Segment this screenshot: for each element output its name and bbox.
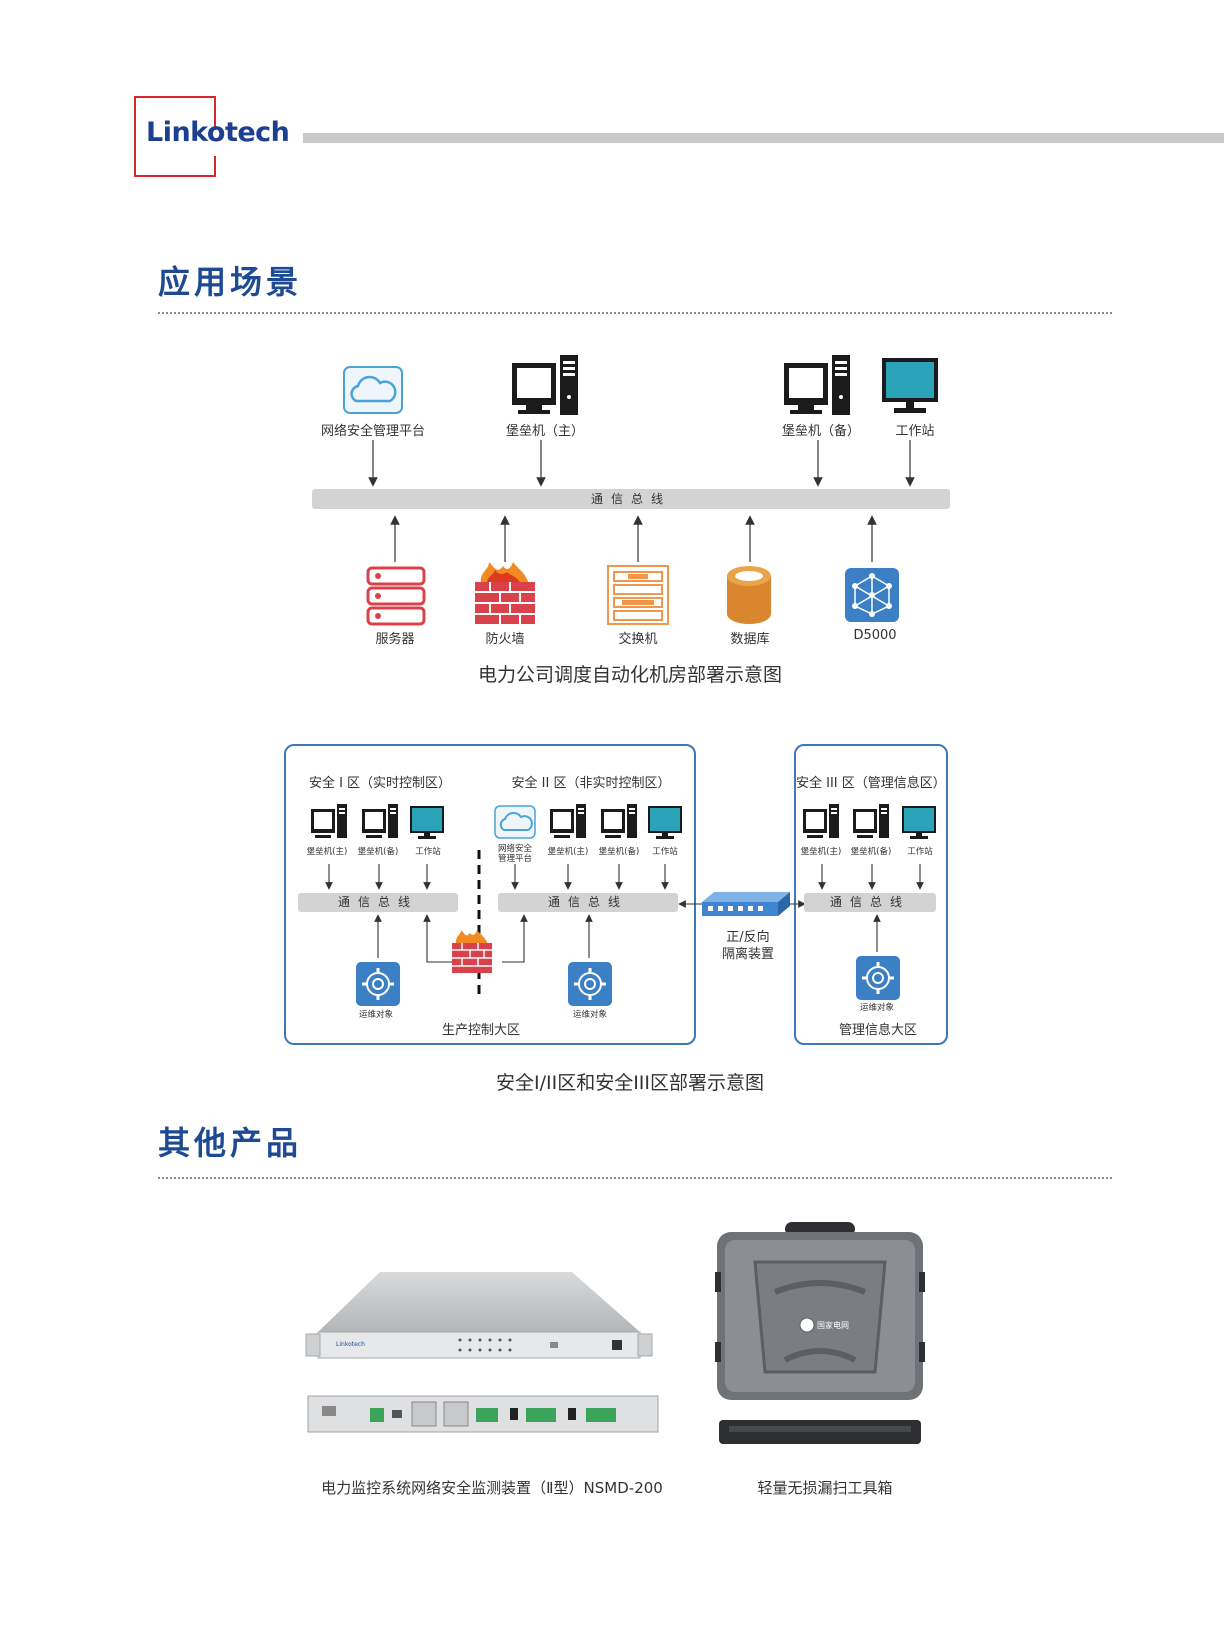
firewall-icon [475,562,535,624]
label-workstation: 工作站 [652,847,678,857]
communication-bus: 通信总线 [298,893,458,912]
node-label-d5000: D5000 [853,628,897,643]
product-brand-badge: 国家电网 [817,1320,849,1330]
node-label-server: 服务器 [375,632,415,647]
isolation-label-line2: 隔离装置 [721,947,774,962]
communication-bus: 通信总线 [312,489,950,509]
node-label-switch: 交换机 [618,632,658,647]
cloud-icon [343,366,403,414]
network-hub-icon [845,568,899,622]
monitor-icon [882,358,938,413]
diagram1-caption: 电力公司调度自动化机房部署示意图 [477,664,782,686]
gear-icon [356,962,400,1006]
computer-icon [550,804,586,838]
management-zone-label: 管理信息大区 [838,1023,917,1038]
section-divider [158,1177,1112,1179]
gear-icon [568,962,612,1006]
cloud-icon [494,805,536,839]
label-ops-target: 运维对象 [358,1010,393,1020]
computer-icon [853,804,889,838]
deployment-diagram-1 [343,355,938,626]
monitor-icon [410,806,444,839]
isolation-device-icon [702,892,790,916]
label-bastion-main: 堡垒机(主) [547,847,589,857]
product-image-toolbox: 国家电网 [715,1222,925,1444]
section-divider [158,312,1112,314]
management-info-zone [794,744,948,1045]
node-label-bastion-main: 堡垒机（主） [505,424,584,439]
logo-frame-left [134,96,136,177]
logo-frame-right-bottom [214,156,216,177]
switch-icon [607,565,669,625]
logo-frame-top [134,96,214,98]
computer-icon [362,804,398,838]
node-label-workstation: 工作站 [895,424,935,439]
product-caption-nsmd200: 电力监控系统网络安全监测装置（Ⅱ型）NSMD-200 [321,1479,663,1497]
section-title-products: 其他产品 [158,1124,303,1162]
label-bastion-backup: 堡垒机(备) [357,847,399,857]
label-bastion-main: 堡垒机(主) [800,847,842,857]
header-bar [303,133,1224,143]
production-zone-label: 生产控制大区 [441,1023,520,1038]
monitor-icon [648,806,682,839]
diagram2-caption: 安全I/II区和安全III区部署示意图 [495,1072,765,1094]
section-title-scenarios: 应用场景 [158,263,303,301]
zone2-title: 安全 II 区（非实时控制区） [511,776,671,791]
database-icon [727,566,771,624]
zone3-title: 安全 III 区（管理信息区） [796,776,946,791]
node-label-platform: 网络安全管理平台 [320,424,425,439]
product-caption-toolbox: 轻量无损漏扫工具箱 [757,1479,893,1497]
production-control-zone [284,744,696,1045]
product-image-nsmd200: Linkotech [305,1272,659,1433]
computer-icon [512,355,578,415]
brand-logo: Linkotech [146,117,290,148]
node-label-bastion-backup: 堡垒机（备） [781,424,860,439]
communication-bus: 通信总线 [804,893,936,912]
led-row [458,1338,512,1352]
monitor-icon [902,806,936,839]
server-icon [366,566,426,626]
label-ops-target: 运维对象 [572,1010,607,1020]
communication-bus: 通信总线 [498,893,678,912]
isolation-label-line1: 正/反向 [726,930,770,945]
label-platform-line2: 管理平台 [497,854,532,864]
label-bastion-main: 堡垒机(主) [306,847,348,857]
label-workstation: 工作站 [415,847,441,857]
label-workstation: 工作站 [907,847,933,857]
firewall-icon [452,930,492,973]
node-label-database: 数据库 [730,632,770,647]
label-bastion-backup: 堡垒机(备) [598,847,640,857]
label-platform-line1: 网络安全 [497,844,532,854]
label-ops-target: 运维对象 [859,1003,894,1013]
product-brand-mark: Linkotech [336,1341,365,1348]
logo-frame-bottom [134,175,216,177]
deployment-diagram-2 [311,804,936,1006]
computer-icon [601,804,637,838]
node-label-firewall: 防火墙 [485,632,525,647]
computer-icon [784,355,850,415]
label-bastion-backup: 堡垒机(备) [850,847,892,857]
gear-icon [856,956,900,1000]
computer-icon [311,804,347,838]
zone1-title: 安全 I 区（实时控制区） [308,776,452,791]
computer-icon [803,804,839,838]
logo-frame-right-top [214,96,216,130]
